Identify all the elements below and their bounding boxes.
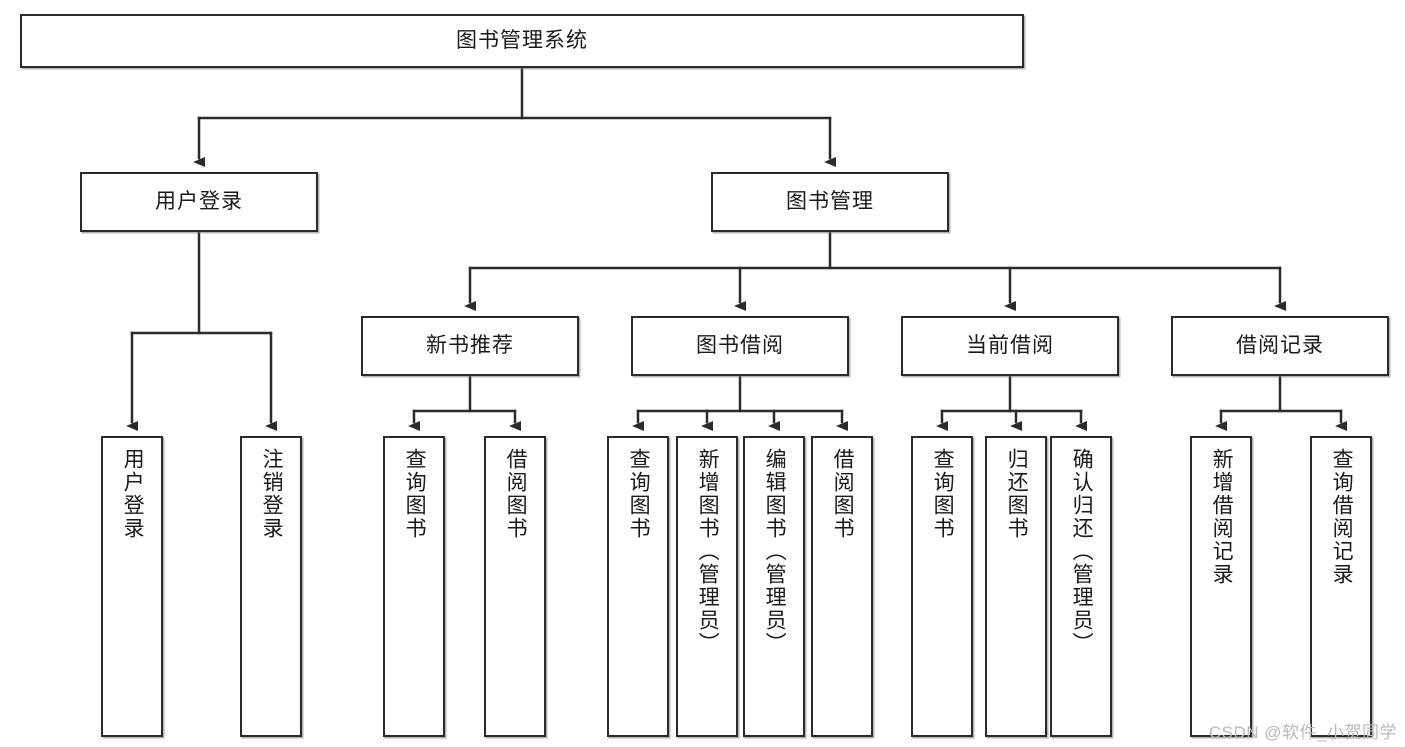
node-book-borrow[interactable]: 图书借阅 xyxy=(631,316,849,376)
csdn-watermark: CSDN @软件_小贺同学 xyxy=(1208,723,1397,742)
node-leaf-user-login[interactable]: 用户登录 xyxy=(101,436,163,737)
node-leaf-edit-book[interactable]: 编辑图书（管理员） xyxy=(743,436,805,737)
node-label: 确认归还（管理员） xyxy=(1070,448,1094,655)
node-label: 查询借阅记录 xyxy=(1330,448,1354,586)
node-label: 用户登录 xyxy=(121,448,145,540)
node-leaf-query-book-rec[interactable]: 查询图书 xyxy=(383,436,445,737)
node-leaf-logout[interactable]: 注销登录 xyxy=(240,436,302,737)
node-label: 当前借阅 xyxy=(966,334,1054,358)
node-leaf-return-book[interactable]: 归还图书 xyxy=(985,436,1047,737)
node-label: 图书管理系统 xyxy=(456,29,588,53)
node-current-borrow[interactable]: 当前借阅 xyxy=(901,316,1119,376)
node-label: 新书推荐 xyxy=(426,334,514,358)
node-borrow-record[interactable]: 借阅记录 xyxy=(1171,316,1389,376)
node-root-system[interactable]: 图书管理系统 xyxy=(20,14,1024,68)
node-leaf-add-book[interactable]: 新增图书（管理员） xyxy=(676,436,738,737)
node-label: 查询图书 xyxy=(627,448,651,540)
node-label: 查询图书 xyxy=(403,448,427,540)
node-leaf-borrow-book-rec[interactable]: 借阅图书 xyxy=(484,436,546,737)
node-label: 借阅图书 xyxy=(831,448,855,540)
node-label: 新增借阅记录 xyxy=(1210,448,1234,586)
node-label: 新增图书（管理员） xyxy=(696,448,720,655)
node-label: 借阅记录 xyxy=(1236,334,1324,358)
node-leaf-add-borrow-record[interactable]: 新增借阅记录 xyxy=(1190,436,1252,737)
node-label: 查询图书 xyxy=(931,448,955,540)
node-leaf-borrow-book[interactable]: 借阅图书 xyxy=(811,436,873,737)
node-label: 编辑图书（管理员） xyxy=(763,448,787,655)
node-label: 图书管理 xyxy=(786,190,874,214)
node-label: 归还图书 xyxy=(1005,448,1029,540)
node-label: 注销登录 xyxy=(260,448,284,540)
node-leaf-query-book-borrow[interactable]: 查询图书 xyxy=(607,436,669,737)
node-leaf-confirm-return[interactable]: 确认归还（管理员） xyxy=(1050,436,1112,737)
node-book-manage[interactable]: 图书管理 xyxy=(711,172,949,232)
node-label: 图书借阅 xyxy=(696,334,784,358)
node-label: 借阅图书 xyxy=(504,448,528,540)
node-leaf-query-borrow-record[interactable]: 查询借阅记录 xyxy=(1310,436,1372,737)
node-label: 用户登录 xyxy=(155,190,243,214)
node-new-book-recommend[interactable]: 新书推荐 xyxy=(361,316,579,376)
node-user-login[interactable]: 用户登录 xyxy=(80,172,318,232)
node-leaf-query-book-current[interactable]: 查询图书 xyxy=(911,436,973,737)
